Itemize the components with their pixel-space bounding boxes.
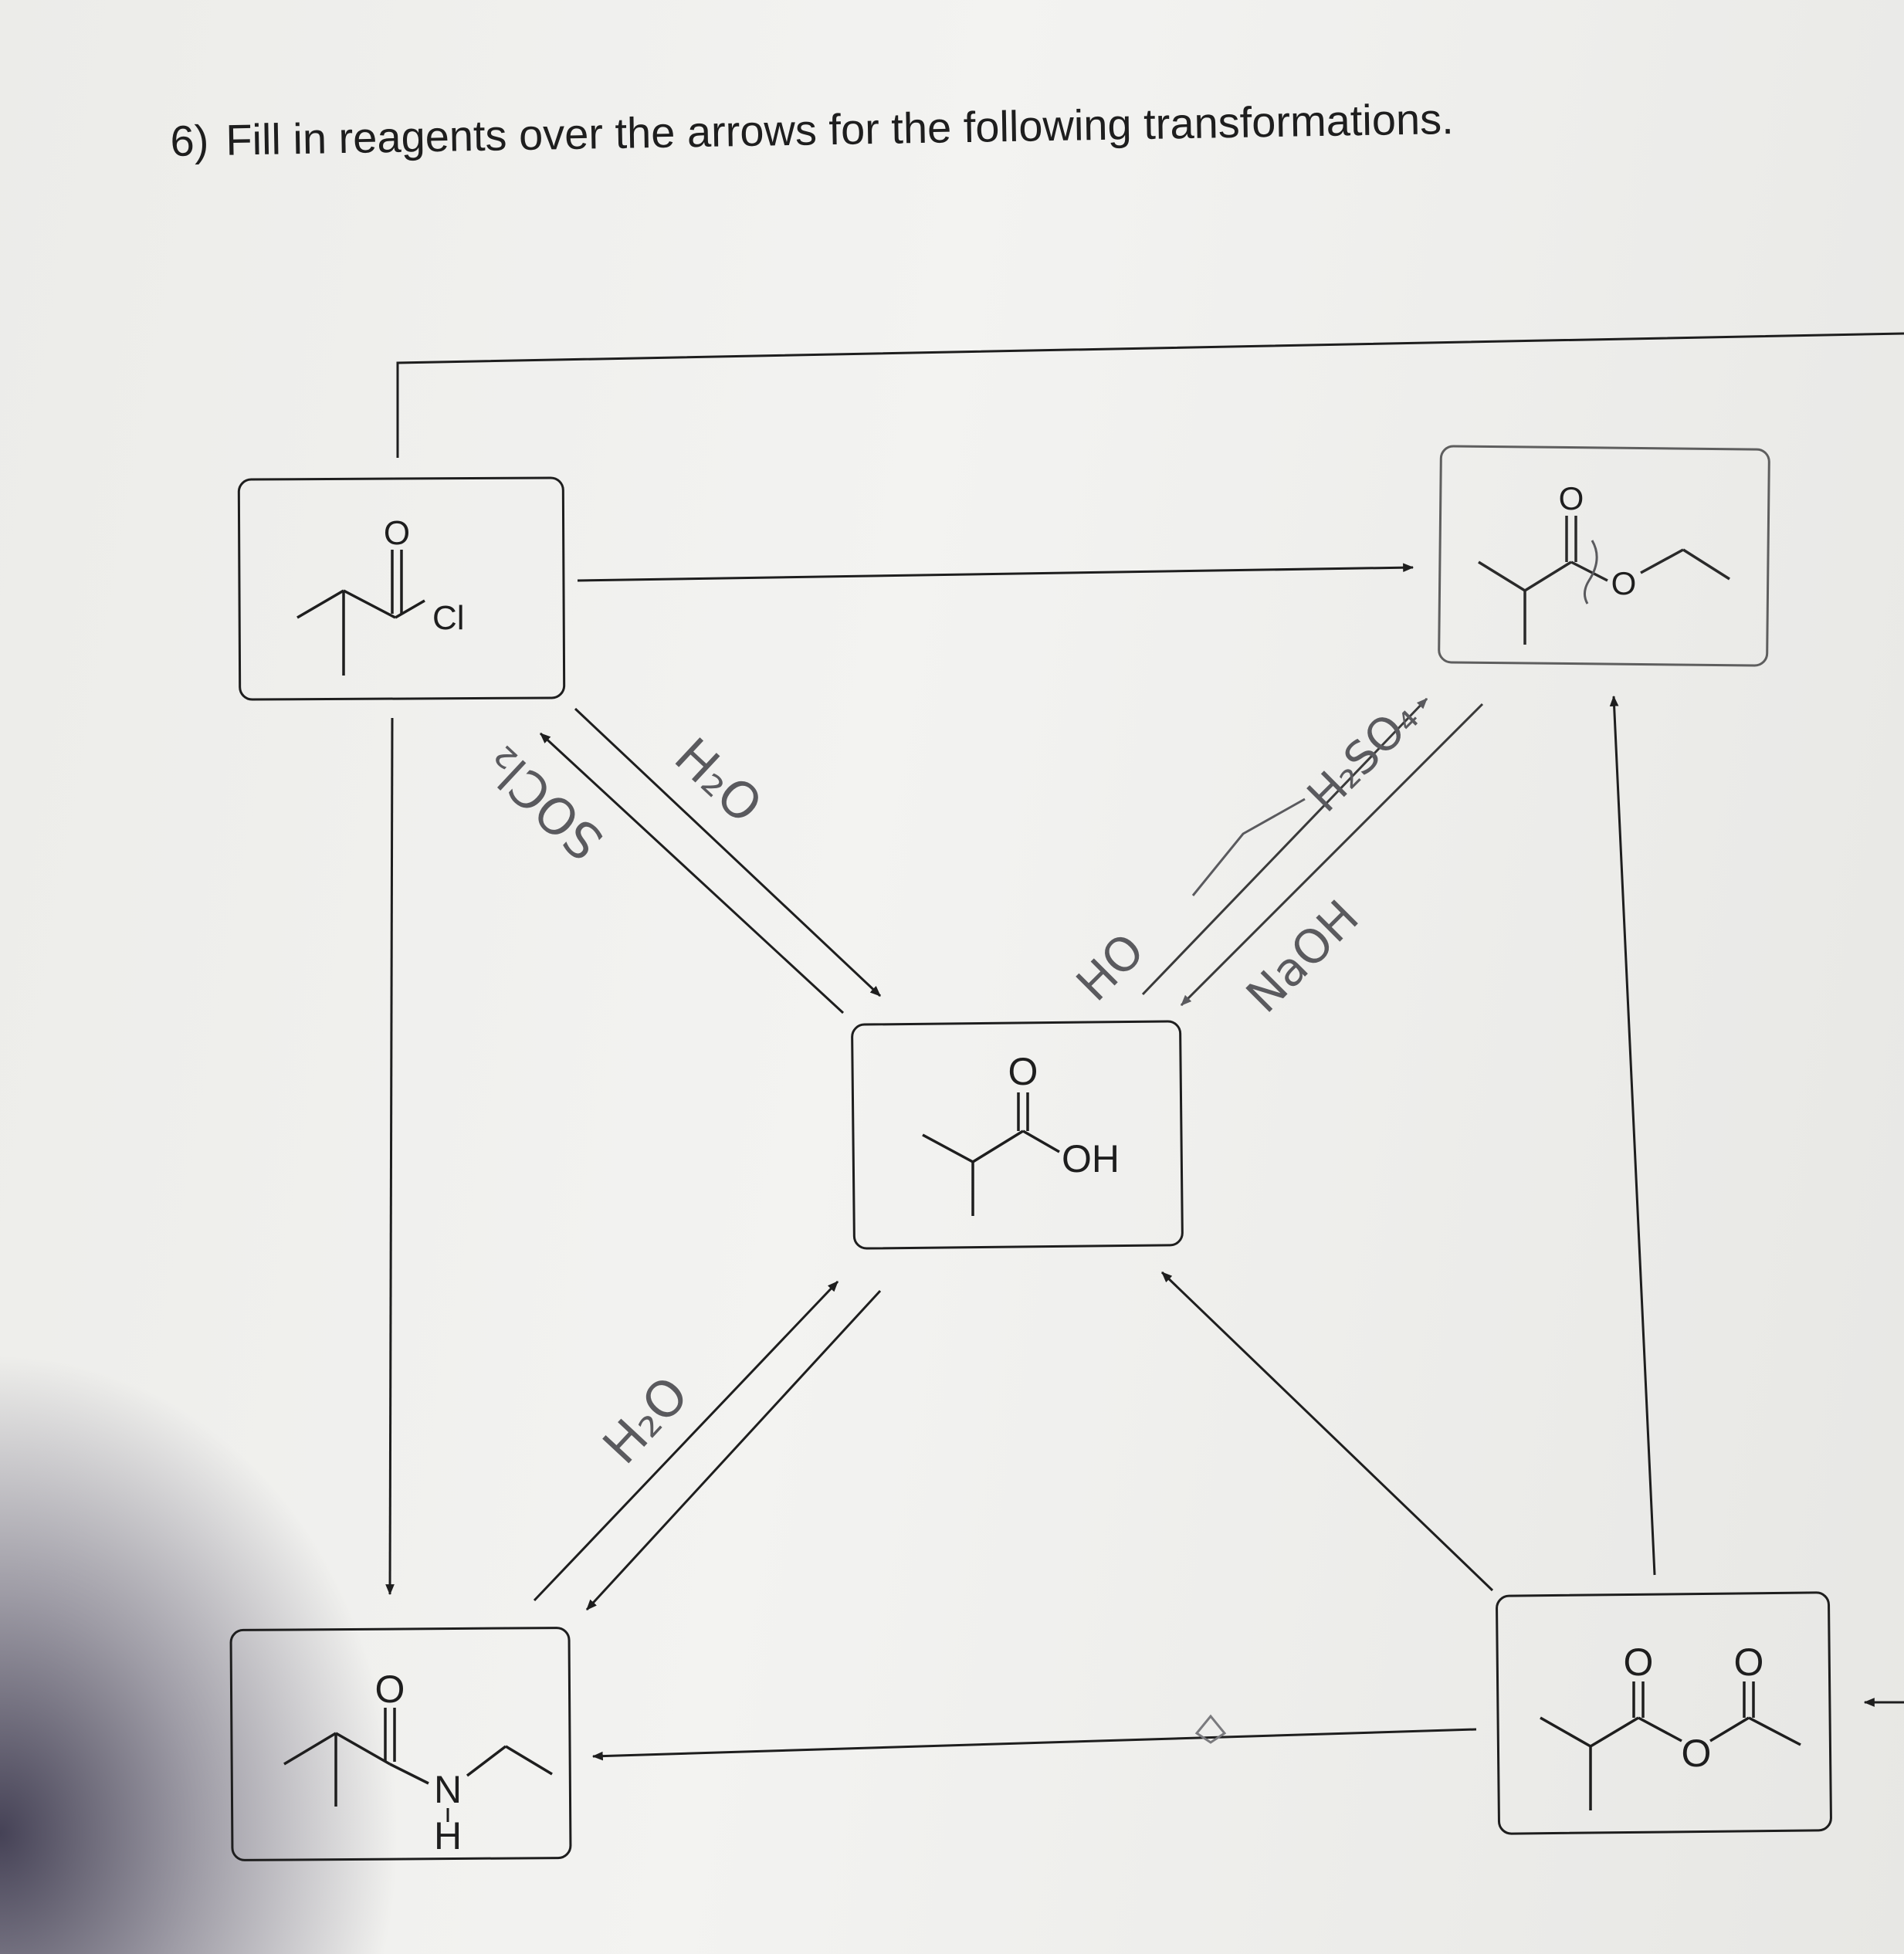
pencil-mark-ester	[1584, 540, 1598, 604]
acid-chloride-cl: Cl	[432, 599, 465, 637]
reagent-ethanol-ho: HO	[1066, 923, 1155, 1012]
arrow-acid-chloride-to-amide	[385, 717, 395, 1596]
amide-box: O N H	[229, 1627, 572, 1861]
reagent-h2so4: H₂SO₄	[1297, 691, 1428, 822]
anhydride-bridge-o: O	[1682, 1732, 1712, 1775]
arrow-ester-to-acid	[1180, 703, 1484, 1007]
acid-chloride-carbonyl-o: O	[384, 514, 410, 552]
pencil-ethanol-chain	[1191, 798, 1306, 896]
anhydride-structure	[1540, 1681, 1801, 1810]
reagent-socl2: SOCl₂	[474, 734, 614, 870]
reagent-naoh: NaOH	[1236, 890, 1370, 1024]
arrow-anhydride-to-acid	[1160, 1271, 1494, 1592]
arrow-anhydride-to-amide	[591, 1728, 1477, 1761]
reagent-h2o-lower: H₂O	[593, 1366, 700, 1475]
acid-carbonyl-o: O	[1008, 1050, 1038, 1093]
arrow-amide-to-acid	[533, 1280, 839, 1602]
amide-n: N	[434, 1768, 462, 1811]
carboxylic-acid-structure	[922, 1092, 1060, 1216]
anhydride-carbonyl-o-left: O	[1624, 1641, 1654, 1684]
arrow-acid-to-acid-chloride	[539, 732, 845, 1014]
ester-box: O O	[1438, 445, 1770, 667]
arrow-anhydride-to-ester	[1609, 695, 1656, 1576]
amide-h: H	[434, 1814, 462, 1857]
pencil-scribble	[1194, 1714, 1227, 1744]
arrow-acid-chloride-to-ester	[577, 563, 1414, 582]
amide-structure	[283, 1708, 553, 1807]
ester-structure	[1478, 516, 1730, 645]
ester-ether-o: O	[1611, 565, 1637, 601]
arrow-acid-to-ester	[1141, 697, 1428, 996]
acid-oh: OH	[1062, 1137, 1120, 1180]
arrow-acid-to-amide	[585, 1289, 882, 1611]
acid-chloride-structure	[296, 550, 425, 676]
arrow-acid-chloride-to-acid	[574, 707, 882, 997]
anhydride-box: O O O	[1496, 1591, 1832, 1835]
carboxylic-acid-box: O OH	[851, 1020, 1184, 1250]
ester-carbonyl-o: O	[1559, 480, 1584, 516]
amide-carbonyl-o: O	[375, 1668, 405, 1711]
anhydride-carbonyl-o-right: O	[1734, 1641, 1764, 1684]
reagent-h2o-upper: H₂O	[663, 728, 772, 835]
top-connector-line	[396, 332, 1904, 458]
acid-chloride-box: O Cl	[237, 476, 566, 701]
